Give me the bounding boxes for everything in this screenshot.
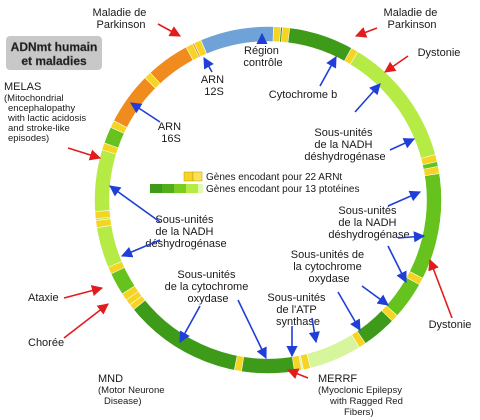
legend-protein-swatch-5 (198, 184, 203, 193)
legend-protein-swatch-1 (150, 184, 162, 193)
disease-labels: Maladie de Parkinson Maladie de Parkinso… (4, 7, 471, 418)
arrow-ataxie (63, 285, 104, 299)
arrow-choree (63, 303, 109, 339)
label-cytochrome-b: Cytochrome b (269, 89, 337, 101)
arrow-nadh-upper-2 (389, 138, 416, 151)
disease-dystonie-top: Dystonie (418, 47, 461, 59)
arrow-parkinson-right (354, 27, 378, 38)
title-line-1: ADNmt humain (11, 40, 98, 54)
arrow-rna-12s (203, 57, 214, 73)
label-rna-16s: ARN 16S (158, 121, 184, 145)
label-control-region: Région contrôle (243, 45, 282, 69)
label-nadh-right: Sous-unités de la NADH déshydrogénase (328, 205, 409, 241)
disease-ataxie: Ataxie (28, 292, 59, 304)
arrow-rna-16s (130, 102, 161, 123)
ring-trna-marker-22 (144, 72, 161, 89)
arrow-parkinson-left (157, 23, 181, 37)
label-cox-bottom: Sous-unités de la cytochrome oxydase (165, 269, 252, 305)
title-badge: ADNmt humain et maladies (6, 36, 102, 70)
arrow-merrf (286, 368, 309, 379)
legend-protein-swatch-4 (186, 184, 198, 193)
ring-trna-marker-16 (121, 285, 139, 301)
ring-trna-marker-1 (185, 43, 200, 61)
arrow-cox-right-2 (337, 291, 361, 331)
disease-mnd: MND (Motor Neurone Disease) (98, 373, 167, 407)
arrow-nadh-right-1 (387, 190, 422, 207)
disease-merrf: MERRF (Myoclonic Epilepsy with Ragged Re… (318, 373, 406, 418)
arrow-nadh-left-1 (109, 185, 161, 223)
arrow-cox-bottom-1 (237, 299, 267, 360)
arrow-dystonie-bottom (428, 258, 453, 319)
label-atp-synthase: Sous-unités de l'ATP synthase (267, 292, 328, 328)
disease-choree: Chorée (28, 337, 64, 349)
legend-trna-swatch-2 (192, 171, 203, 182)
legend-protein-label: Gènes encodant pour 13 ptotéines (206, 184, 359, 195)
disease-parkinson-right: Maladie de Parkinson (384, 7, 441, 31)
arrow-dystonie-top (384, 55, 409, 73)
label-nadh-left: Sous-unités de la NADH déshydrogénase (145, 214, 226, 250)
ring-trna-marker-5 (343, 47, 359, 65)
ring-trna-marker-20 (101, 142, 119, 155)
legend-trna-swatch-1 (183, 171, 194, 182)
label-rna-12s: ARN 12S (201, 74, 227, 98)
title-line-2: et maladies (21, 54, 87, 68)
legend: Gènes encodant pour 22 ARNt Gènes encoda… (150, 171, 359, 195)
arrow-nadh-right-2 (397, 231, 426, 243)
ring-trna-marker-17 (107, 261, 125, 275)
arrow-cox-bottom-2 (179, 305, 201, 343)
arrow-cox-right-1 (361, 285, 389, 306)
arrow-melas (67, 147, 102, 161)
ring-nadh-left (94, 146, 124, 271)
ring-trna-marker-4 (280, 26, 291, 44)
ring-trna-marker-10 (351, 330, 366, 348)
disease-arrows (63, 23, 453, 379)
ring-trna-marker-9 (381, 305, 398, 322)
arrow-nadh-left-2 (120, 239, 161, 258)
legend-protein-swatch-2 (162, 184, 174, 193)
genome-ring (94, 26, 442, 374)
inner-labels: Région contrôle ARN 12S ARN 16S Cytochro… (145, 45, 409, 328)
label-nadh-upper: Sous-unités de la NADH déshydrogénase (304, 127, 385, 163)
arrow-nadh-upper-1 (354, 83, 381, 113)
ring-trna-marker-23 (193, 39, 207, 57)
ring-trna-marker-21 (110, 120, 128, 134)
arrow-nadh-right-3 (387, 245, 407, 284)
ring-trna-marker-19 (94, 210, 111, 220)
ring-trna-marker-13 (233, 355, 245, 372)
label-cox-right: Sous-unités de la cytochrome oxydase (291, 249, 367, 285)
ring-trna-marker-18 (95, 218, 112, 229)
arrow-atp-synthase-2 (308, 317, 320, 344)
disease-dystonie-bottom: Dystonie (429, 319, 472, 331)
gene-arrows (109, 32, 426, 360)
arrow-cytochrome-b (319, 56, 337, 87)
disease-melas: MELAS (Mitochondrial encephalopathy with… (4, 81, 89, 144)
ring-cox-bottom (130, 297, 299, 374)
ring-trna-marker-7 (423, 165, 440, 177)
ring-trna-marker-6 (420, 154, 438, 166)
ring-trna-marker-11 (300, 353, 311, 371)
disease-parkinson-left: Maladie de Parkinson (93, 7, 150, 31)
legend-protein-swatch-3 (174, 184, 186, 193)
ring-trna-marker-3 (272, 26, 282, 43)
legend-trna-label: Gènes encodant pour 22 ARNt (206, 172, 342, 183)
